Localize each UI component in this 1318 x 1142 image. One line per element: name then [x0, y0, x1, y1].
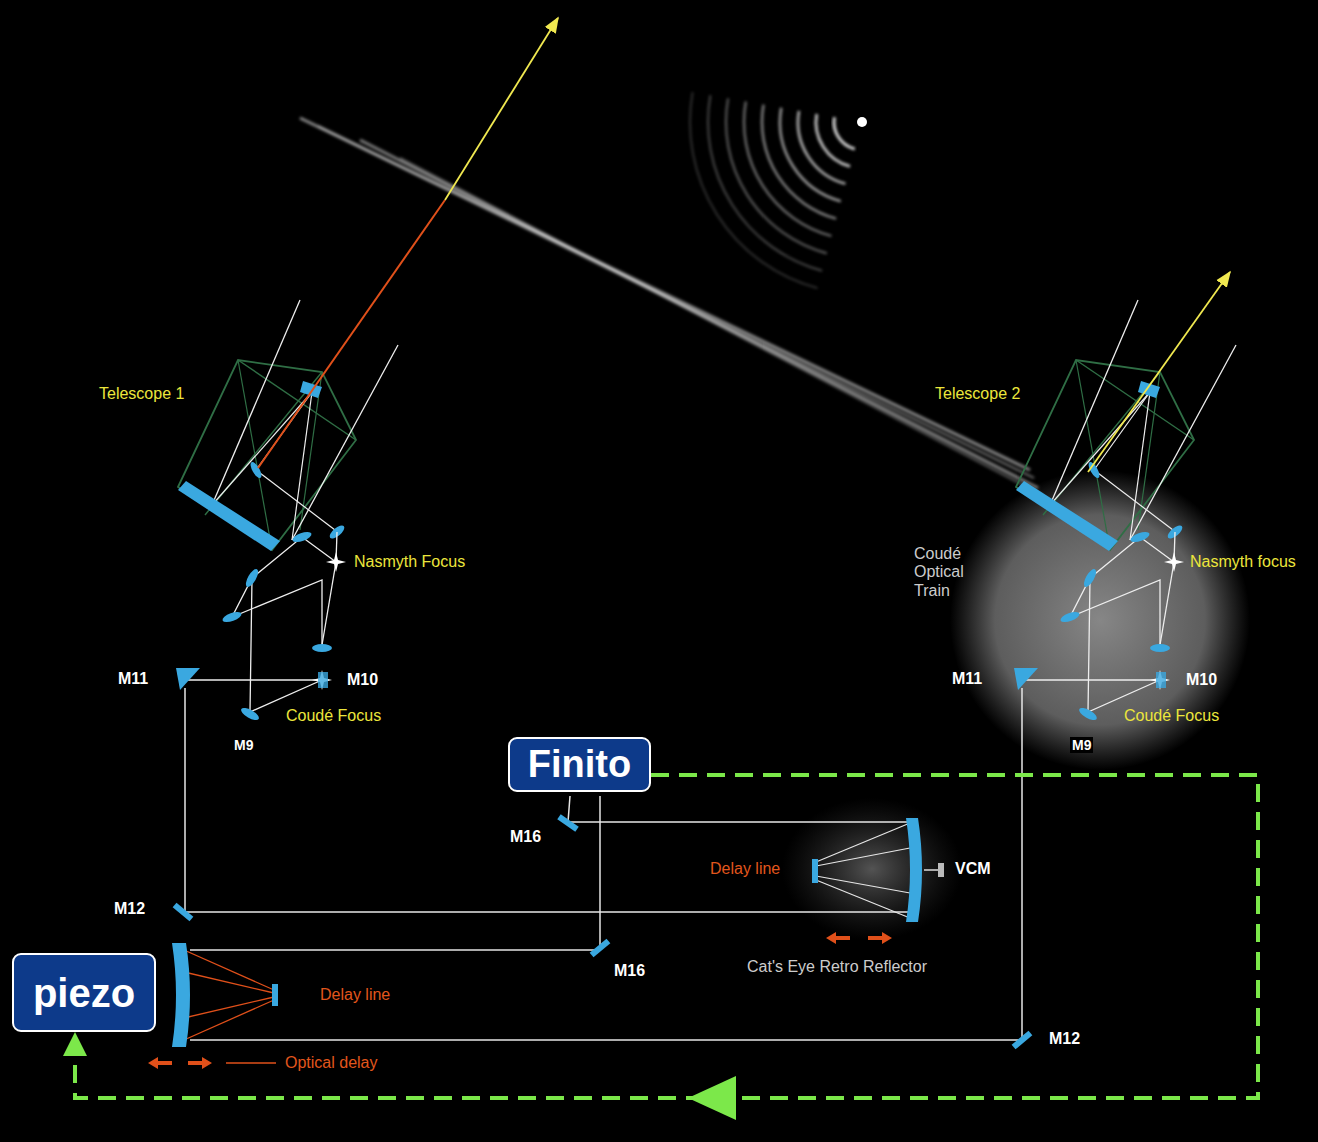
telescope-2: [1016, 300, 1236, 551]
controller-box: Finito: [508, 737, 651, 792]
delay-label: Optical delay: [283, 1054, 380, 1072]
wavefront: [744, 102, 831, 236]
cats-eye: [868, 932, 892, 944]
telescope-label: Telescope 2: [933, 385, 1022, 403]
beam-paths: [185, 688, 1022, 1040]
delay-line: [184, 972, 274, 993]
cats-eye: [812, 818, 944, 944]
box-label: piezo: [33, 971, 135, 1015]
beam-paths: [599, 796, 601, 948]
coude-glow: [950, 470, 1250, 770]
wavefront: [708, 95, 822, 270]
starlight: [300, 118, 1042, 495]
train-label: Coudé Optical Train: [912, 545, 986, 600]
delay-line: [184, 1000, 274, 1040]
delay-line: [188, 1057, 212, 1069]
cats-eye: [826, 932, 850, 944]
starlight: [400, 158, 1042, 495]
flat-mirrors: [557, 814, 578, 832]
wavefront: [834, 117, 855, 149]
delay-line: [272, 984, 278, 1006]
beam-paths: [568, 796, 910, 822]
delay-line: [184, 950, 274, 1040]
mirror-label: M10: [1184, 671, 1219, 689]
coude-train-1: [176, 530, 346, 723]
wavefront: [762, 105, 836, 219]
cats-eye: [816, 823, 910, 918]
coude-train-2: [1014, 530, 1184, 723]
beam-paths: [190, 688, 1022, 1040]
cats-eye: [816, 823, 910, 862]
reflector-label: Cat's Eye Retro Reflector: [745, 958, 929, 976]
wavefront: [726, 98, 827, 253]
delay-line: [172, 943, 190, 1047]
beam-paths: [190, 949, 600, 951]
wavefront: [690, 92, 817, 288]
cats-eye: [906, 818, 922, 922]
mirror-label: M16: [508, 828, 543, 846]
focus-label: Coudé Focus: [284, 707, 383, 725]
wavefronts: [690, 92, 855, 288]
delay-line: [184, 950, 274, 990]
delay-line: [148, 1057, 172, 1069]
cats-eye: [816, 876, 910, 893]
pointing-arrow: [445, 18, 558, 200]
actuator-box: piezo: [12, 953, 156, 1032]
flat-mirrors: [173, 814, 1033, 1049]
mirror-label: M16: [612, 962, 647, 980]
flat-mirrors: [590, 939, 611, 958]
box-label: Finito: [528, 744, 631, 786]
pointing-ray: [258, 200, 445, 468]
actuator-label: VCM: [953, 860, 993, 878]
delay-line-label: Delay line: [708, 860, 782, 878]
pointing-arrow: [1088, 272, 1230, 472]
wavefront: [780, 108, 841, 201]
mirror-label: M12: [112, 900, 147, 918]
cats-eye: [938, 863, 944, 877]
feedback-connector: [75, 775, 1258, 1098]
focus-label: Nasmyth Focus: [352, 553, 467, 571]
star: [857, 117, 867, 127]
delay-line-label: Delay line: [318, 986, 392, 1004]
mirror-label: M9: [1070, 737, 1093, 753]
flat-mirrors: [173, 903, 194, 922]
wavefront: [798, 111, 845, 184]
delay-line: [184, 997, 274, 1018]
mirror-label: M9: [232, 737, 255, 753]
delay-line: [226, 1062, 276, 1064]
cats-eye: [924, 869, 940, 871]
cats-eye: [812, 859, 818, 883]
cats-eye-glow: [782, 798, 962, 940]
delay-line: [148, 943, 278, 1069]
mirror-label: M10: [345, 671, 380, 689]
mirror-label: M12: [1047, 1030, 1082, 1048]
cats-eye: [816, 880, 910, 918]
mirror-label: M11: [950, 670, 984, 688]
wavefront: [816, 114, 850, 166]
telescope-label: Telescope 1: [97, 385, 186, 403]
beam-paths: [185, 688, 910, 912]
focus-label: Nasmyth focus: [1188, 553, 1298, 571]
delay-line: [148, 1057, 212, 1069]
flat-mirrors: [1012, 1031, 1033, 1050]
focus-label: Coudé Focus: [1122, 707, 1221, 725]
cats-eye: [826, 932, 892, 944]
mirror-label: M11: [116, 670, 150, 688]
cats-eye: [816, 848, 910, 866]
